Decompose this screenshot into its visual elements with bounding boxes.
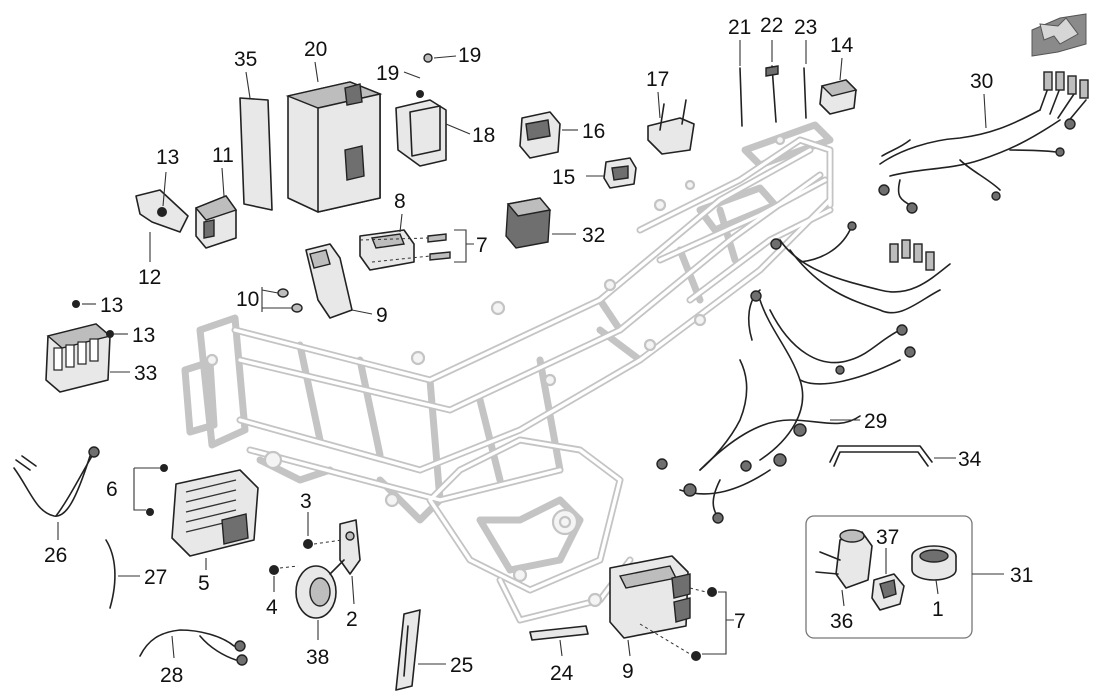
callout-19a: 19 [376, 62, 399, 85]
callout-19b: 19 [458, 44, 481, 67]
callout-37: 37 [876, 526, 899, 549]
part-9-holder [305, 243, 373, 319]
part-7-bolts-upper [359, 229, 474, 263]
callout-1: 1 [932, 598, 944, 621]
part-3-bolt [303, 512, 343, 549]
callout-labels: 35 20 19 19 18 13 11 12 8 7 10 9 32 16 1… [44, 14, 1033, 687]
callout-10: 10 [236, 288, 259, 311]
callout-12: 12 [138, 266, 161, 289]
part-4-bolt [269, 565, 299, 592]
motorcycle-frame [181, 121, 834, 624]
callout-8: 8 [394, 190, 406, 213]
part-16-relay [519, 111, 578, 159]
callout-9b: 9 [622, 660, 634, 683]
callout-13c: 13 [132, 324, 155, 347]
part-28-wire [139, 629, 248, 666]
callout-7b: 7 [734, 610, 746, 633]
callout-26: 26 [44, 544, 67, 567]
callout-15: 15 [552, 166, 575, 189]
callout-11: 11 [212, 144, 234, 167]
part-36-ignition-switch [815, 529, 873, 607]
callout-14: 14 [830, 34, 854, 57]
callout-35: 35 [234, 48, 257, 71]
part-26-cable [13, 446, 100, 540]
part-37-lock [871, 548, 905, 611]
callout-2: 2 [346, 608, 358, 631]
callout-31: 31 [1010, 564, 1033, 587]
callout-33: 33 [134, 362, 157, 385]
callout-27: 27 [144, 566, 167, 589]
callout-36: 36 [830, 610, 853, 633]
callout-24: 24 [550, 662, 574, 685]
part-7-nuts-lower [639, 587, 734, 661]
part-8-bracket [359, 213, 415, 271]
part-12-bracket [135, 171, 189, 262]
callout-20: 20 [304, 38, 327, 61]
part-20-battery [285, 61, 383, 213]
callout-9a: 9 [376, 304, 388, 327]
callout-16: 16 [582, 120, 605, 143]
part-34-bracket [829, 445, 956, 467]
part-33-fuse-holder [45, 300, 130, 393]
part-35-panel [239, 71, 273, 211]
callout-5: 5 [198, 572, 210, 595]
part-17-bracket [647, 91, 695, 155]
callout-30: 30 [970, 70, 993, 93]
part-11-relay [194, 167, 238, 249]
part-29-harness [656, 221, 951, 524]
part-30-harness [878, 71, 1089, 214]
callout-28: 28 [160, 664, 183, 687]
part-23-rod [803, 40, 807, 119]
callout-7a: 7 [476, 234, 488, 257]
part-27-wire [105, 539, 140, 609]
callout-17: 17 [646, 68, 669, 91]
part-2-bracket [339, 519, 361, 605]
callout-13a: 13 [156, 146, 179, 169]
part-31-lock-set [805, 515, 1004, 639]
part-15-connector [586, 157, 637, 189]
callout-3: 3 [300, 490, 312, 513]
callout-34: 34 [958, 448, 982, 471]
callout-22: 22 [760, 14, 783, 37]
part-22-rod [765, 40, 779, 123]
part-1-cap [911, 545, 957, 595]
part-25-strap [395, 609, 446, 691]
callout-23: 23 [794, 16, 817, 39]
callout-29: 29 [864, 410, 887, 433]
callout-32: 32 [582, 224, 605, 247]
part-32-fusebox [505, 197, 576, 249]
orientation-arrow-icon [1031, 13, 1087, 57]
part-9-ecu [609, 555, 691, 657]
part-5-regulator [133, 464, 259, 570]
callout-18: 18 [472, 124, 495, 147]
part-18-bracket [395, 53, 471, 167]
callout-4: 4 [266, 596, 278, 619]
part-24-rod [529, 625, 589, 657]
part-21-rod [739, 40, 743, 127]
callout-38: 38 [306, 646, 329, 669]
callout-25: 25 [450, 654, 473, 677]
callout-6: 6 [106, 478, 118, 501]
part-10-nuts [261, 287, 303, 313]
part-14-relay [819, 57, 858, 115]
part-38-horn [295, 559, 345, 640]
callout-13b: 13 [100, 294, 123, 317]
callout-21: 21 [728, 16, 751, 39]
